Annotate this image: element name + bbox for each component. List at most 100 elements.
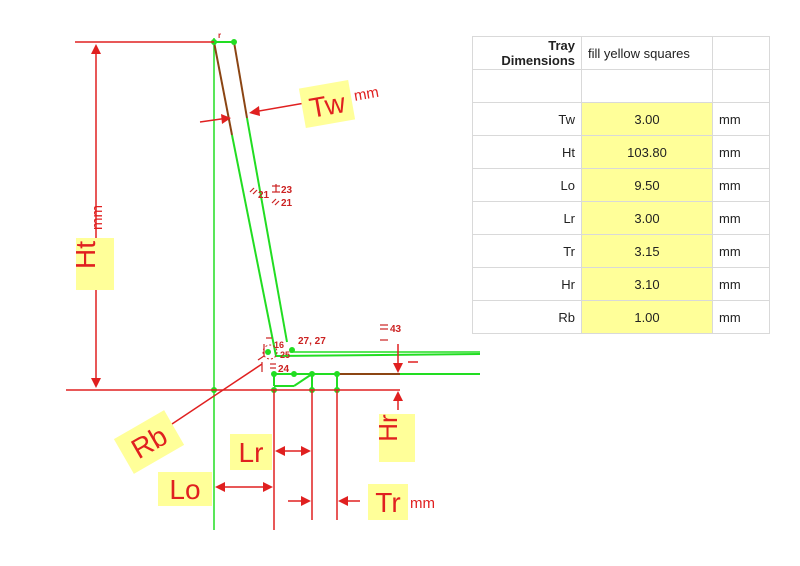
arrow-head (301, 446, 311, 456)
arrow-head (393, 363, 403, 373)
arrow-head (393, 391, 403, 401)
arrow-head (215, 482, 225, 492)
tr-unit: mm (410, 495, 435, 512)
table-row-hr: Hr 3.10 mm (472, 267, 770, 301)
tw-label-text: Tw (307, 87, 348, 124)
lr-label-text: Lr (239, 437, 264, 468)
rb-label[interactable]: Rb (113, 410, 185, 474)
tw-leader (252, 102, 306, 113)
param-name: Lo (472, 168, 582, 202)
arrow-head (221, 114, 231, 124)
constraint-mark (257, 355, 265, 361)
empty-cell (712, 69, 770, 103)
param-unit: mm (712, 102, 770, 136)
param-value-tr[interactable]: 3.15 (581, 234, 713, 268)
arrow-head (338, 496, 348, 506)
param-name: Tr (472, 234, 582, 268)
lo-label-text: Lo (169, 474, 200, 505)
constraint-16: 16 (274, 340, 284, 350)
tray-dimensions-table: Tray Dimensions fill yellow squares Tw 3… (472, 36, 770, 334)
table-row-lo: Lo 9.50 mm (472, 168, 770, 202)
node[interactable] (309, 371, 315, 377)
dimension-arrows (91, 44, 403, 506)
param-value-tw[interactable]: 3.00 (581, 102, 713, 136)
param-unit: mm (712, 168, 770, 202)
rb-label-bg (113, 410, 185, 474)
lo-label-bg (158, 472, 212, 506)
param-unit: mm (712, 201, 770, 235)
param-value-hr[interactable]: 3.10 (581, 267, 713, 301)
table-row-tw: Tw 3.00 mm (472, 102, 770, 136)
hr-label[interactable]: Hr (373, 414, 415, 462)
wall-outer-edge (233, 41, 248, 119)
param-name: Ht (472, 135, 582, 169)
param-unit: mm (712, 300, 770, 334)
param-name: Rb (472, 300, 582, 334)
constraint-24: 24 (278, 364, 290, 375)
param-value-lr[interactable]: 3.00 (581, 201, 713, 235)
node[interactable] (271, 371, 277, 377)
tr-label-text: Tr (375, 487, 400, 518)
table-row-ht: Ht 103.80 mm (472, 135, 770, 169)
node[interactable] (289, 347, 295, 353)
arrow-head (275, 446, 285, 456)
arrow-head (91, 44, 101, 54)
empty-cell (581, 69, 713, 103)
node[interactable] (231, 39, 237, 45)
empty-cell (472, 69, 582, 103)
param-name: Lr (472, 201, 582, 235)
ht-label-text: Ht (70, 241, 101, 269)
ht-label[interactable]: Ht (70, 238, 114, 290)
constraint-mark (271, 198, 277, 204)
fillet-marker (262, 344, 278, 360)
dimension-lines (66, 41, 400, 530)
constraint-r: r (218, 31, 221, 40)
wall-inner-lower (231, 134, 277, 357)
table-blank-row (472, 69, 770, 103)
param-unit: mm (712, 135, 770, 169)
wall-outer-lower (246, 117, 288, 343)
param-value-lo[interactable]: 9.50 (581, 168, 713, 202)
node[interactable] (265, 349, 271, 355)
rib-slope (293, 373, 313, 387)
param-name: Hr (472, 267, 582, 301)
constraint-mark (252, 189, 258, 195)
tw-label-bg (298, 79, 356, 129)
tr-label-bg (368, 484, 408, 520)
table-title: Tray Dimensions (472, 36, 582, 70)
node[interactable] (291, 371, 297, 377)
param-unit: mm (712, 234, 770, 268)
node[interactable] (334, 371, 340, 377)
arrow-head (249, 106, 260, 116)
constraint-21a: 21 (258, 190, 270, 201)
lo-label[interactable]: Lo (158, 472, 212, 506)
table-row-rb: Rb 1.00 mm (472, 300, 770, 334)
arrow-head (91, 378, 101, 388)
constraint-23: 23 (281, 185, 293, 196)
empty-cell (712, 36, 770, 70)
constraint-marks (249, 184, 388, 372)
table-row-lr: Lr 3.00 mm (472, 201, 770, 235)
hr-label-bg (379, 414, 415, 462)
constraint-27-27: 27, 27 (298, 336, 326, 347)
param-name: Tw (472, 102, 582, 136)
param-value-rb[interactable]: 1.00 (581, 300, 713, 334)
rb-leader (159, 363, 263, 433)
ht-unit: mm (89, 205, 106, 230)
constraint-mark (274, 200, 280, 206)
param-value-ht[interactable]: 103.80 (581, 135, 713, 169)
arrow-head (301, 496, 311, 506)
base-top-line (275, 353, 481, 357)
tr-label[interactable]: Tr (368, 484, 408, 520)
tw-label[interactable]: Tw (298, 79, 356, 129)
table-header-row: Tray Dimensions fill yellow squares (472, 36, 770, 70)
param-unit: mm (712, 267, 770, 301)
lr-label-bg (230, 434, 272, 470)
table-row-tr: Tr 3.15 mm (472, 234, 770, 268)
constraint-43: 43 (390, 324, 402, 335)
ht-label-bg (76, 238, 114, 290)
wall-inner-edge (213, 41, 233, 136)
table-subtitle: fill yellow squares (581, 36, 713, 70)
lr-label[interactable]: Lr (230, 434, 272, 470)
